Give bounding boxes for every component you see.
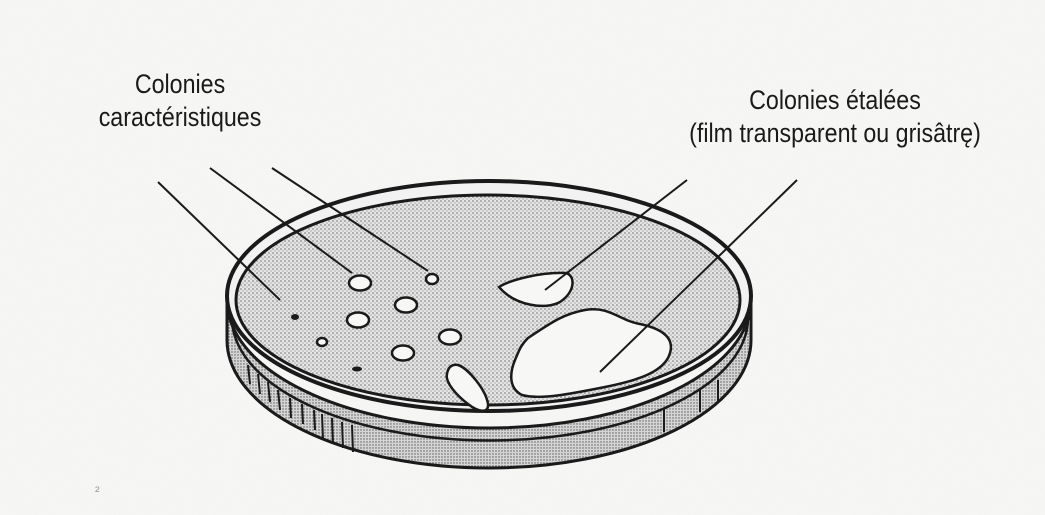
colony-round bbox=[395, 298, 417, 313]
label-characteristic-colonies: Colonies caractéristiques bbox=[94, 68, 266, 134]
colony-round bbox=[439, 330, 461, 345]
stray-mark: ² bbox=[95, 483, 100, 499]
agar-surface bbox=[236, 195, 740, 405]
colony-round bbox=[392, 346, 414, 361]
label-spread-colonies: Colonies étalées (film transparent ou gr… bbox=[633, 84, 1037, 150]
colony-round bbox=[349, 276, 371, 291]
label-spread-line1: Colonies étalées bbox=[633, 84, 1037, 117]
colony-round bbox=[317, 338, 327, 346]
colony-round bbox=[347, 313, 369, 328]
colony-round bbox=[426, 274, 438, 284]
label-characteristic-line1: Colonies bbox=[94, 68, 266, 101]
label-characteristic-line2: caractéristiques bbox=[94, 101, 266, 134]
label-spread-line2: (film transparent ou grisâtrę) bbox=[633, 117, 1037, 150]
